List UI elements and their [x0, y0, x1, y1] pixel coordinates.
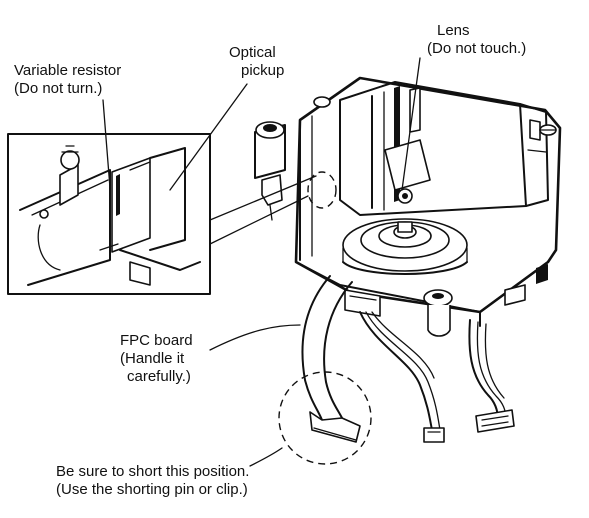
inset-link-line-lower: [209, 195, 309, 245]
spindle-turntable: [342, 218, 468, 275]
resistor-leader-line: [102, 99, 111, 189]
fpc-board-label-line1: FPC board: [120, 332, 193, 349]
lens-leader-line: [401, 57, 421, 191]
fpc-board-label-line2: (Handle it: [120, 350, 185, 367]
lens-note: (Do not touch.): [427, 40, 527, 57]
optical-pickup-label-line2: pickup: [241, 62, 285, 79]
shorting-position-circle: [278, 371, 372, 465]
lens-label: Lens: [437, 22, 470, 39]
wire-harness: [359, 311, 515, 443]
optical-pickup-label-line1: Optical: [229, 44, 276, 61]
chassis-lower-side: [295, 261, 549, 337]
pickup-chassis: [254, 76, 562, 314]
leader-lines: [102, 57, 421, 467]
short-position-note-line1: Be sure to short this position.: [56, 463, 250, 480]
short-position-note-line2: (Use the shorting pin or clip.): [56, 481, 248, 498]
optical-pickup-leader-line: [169, 83, 248, 191]
short-position-leader-line: [249, 447, 283, 467]
fpc-leader-line: [209, 324, 301, 351]
variable-resistor-label: Variable resistor: [14, 62, 122, 79]
fpc-board-label-line3: carefully.): [127, 368, 191, 385]
fpc-ribbon-cable: [301, 275, 361, 443]
inset-link-line-upper: [209, 175, 317, 221]
variable-resistor-note: (Do not turn.): [14, 80, 103, 97]
resistor-detail-inset: [7, 133, 211, 295]
resistor-location-circle: [307, 171, 337, 209]
